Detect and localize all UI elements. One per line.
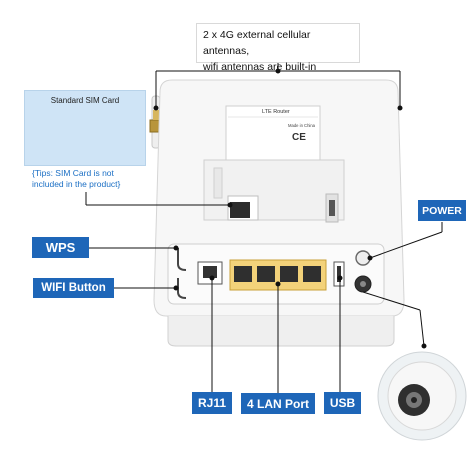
made-in-text: Made in China [288,123,316,128]
sim-slot-panel [203,159,345,221]
sim-card-title: Standard SIM Card [50,96,120,105]
ce-mark: CE [292,132,306,143]
sim-card-panel: Standard SIM Card [24,90,146,166]
wps-tag: WPS [32,237,89,258]
spec-label [225,105,321,165]
lan-port-tag: 4 LAN Port [241,393,315,414]
usb-tag: USB [324,392,361,414]
antenna-callout-line2: wifi antennas are built-in [203,61,317,73]
antenna-callout: 2 x 4G external cellular antennas, wifi … [196,23,360,73]
wifi-button-tag: WIFI Button [33,278,114,298]
sim-tips: {Tips: SIM Card is not included in the p… [32,168,142,190]
power-tag: POWER [418,200,466,221]
power-jack-zoom [377,351,467,441]
device-brand: LTE Router [262,109,290,115]
sim-tips-line2: included in the product} [32,179,121,189]
antenna-callout-line1: 2 x 4G external cellular antennas, [203,29,311,57]
rj11-tag: RJ11 [192,392,232,414]
sim-tips-line1: {Tips: SIM Card is not [32,168,114,178]
